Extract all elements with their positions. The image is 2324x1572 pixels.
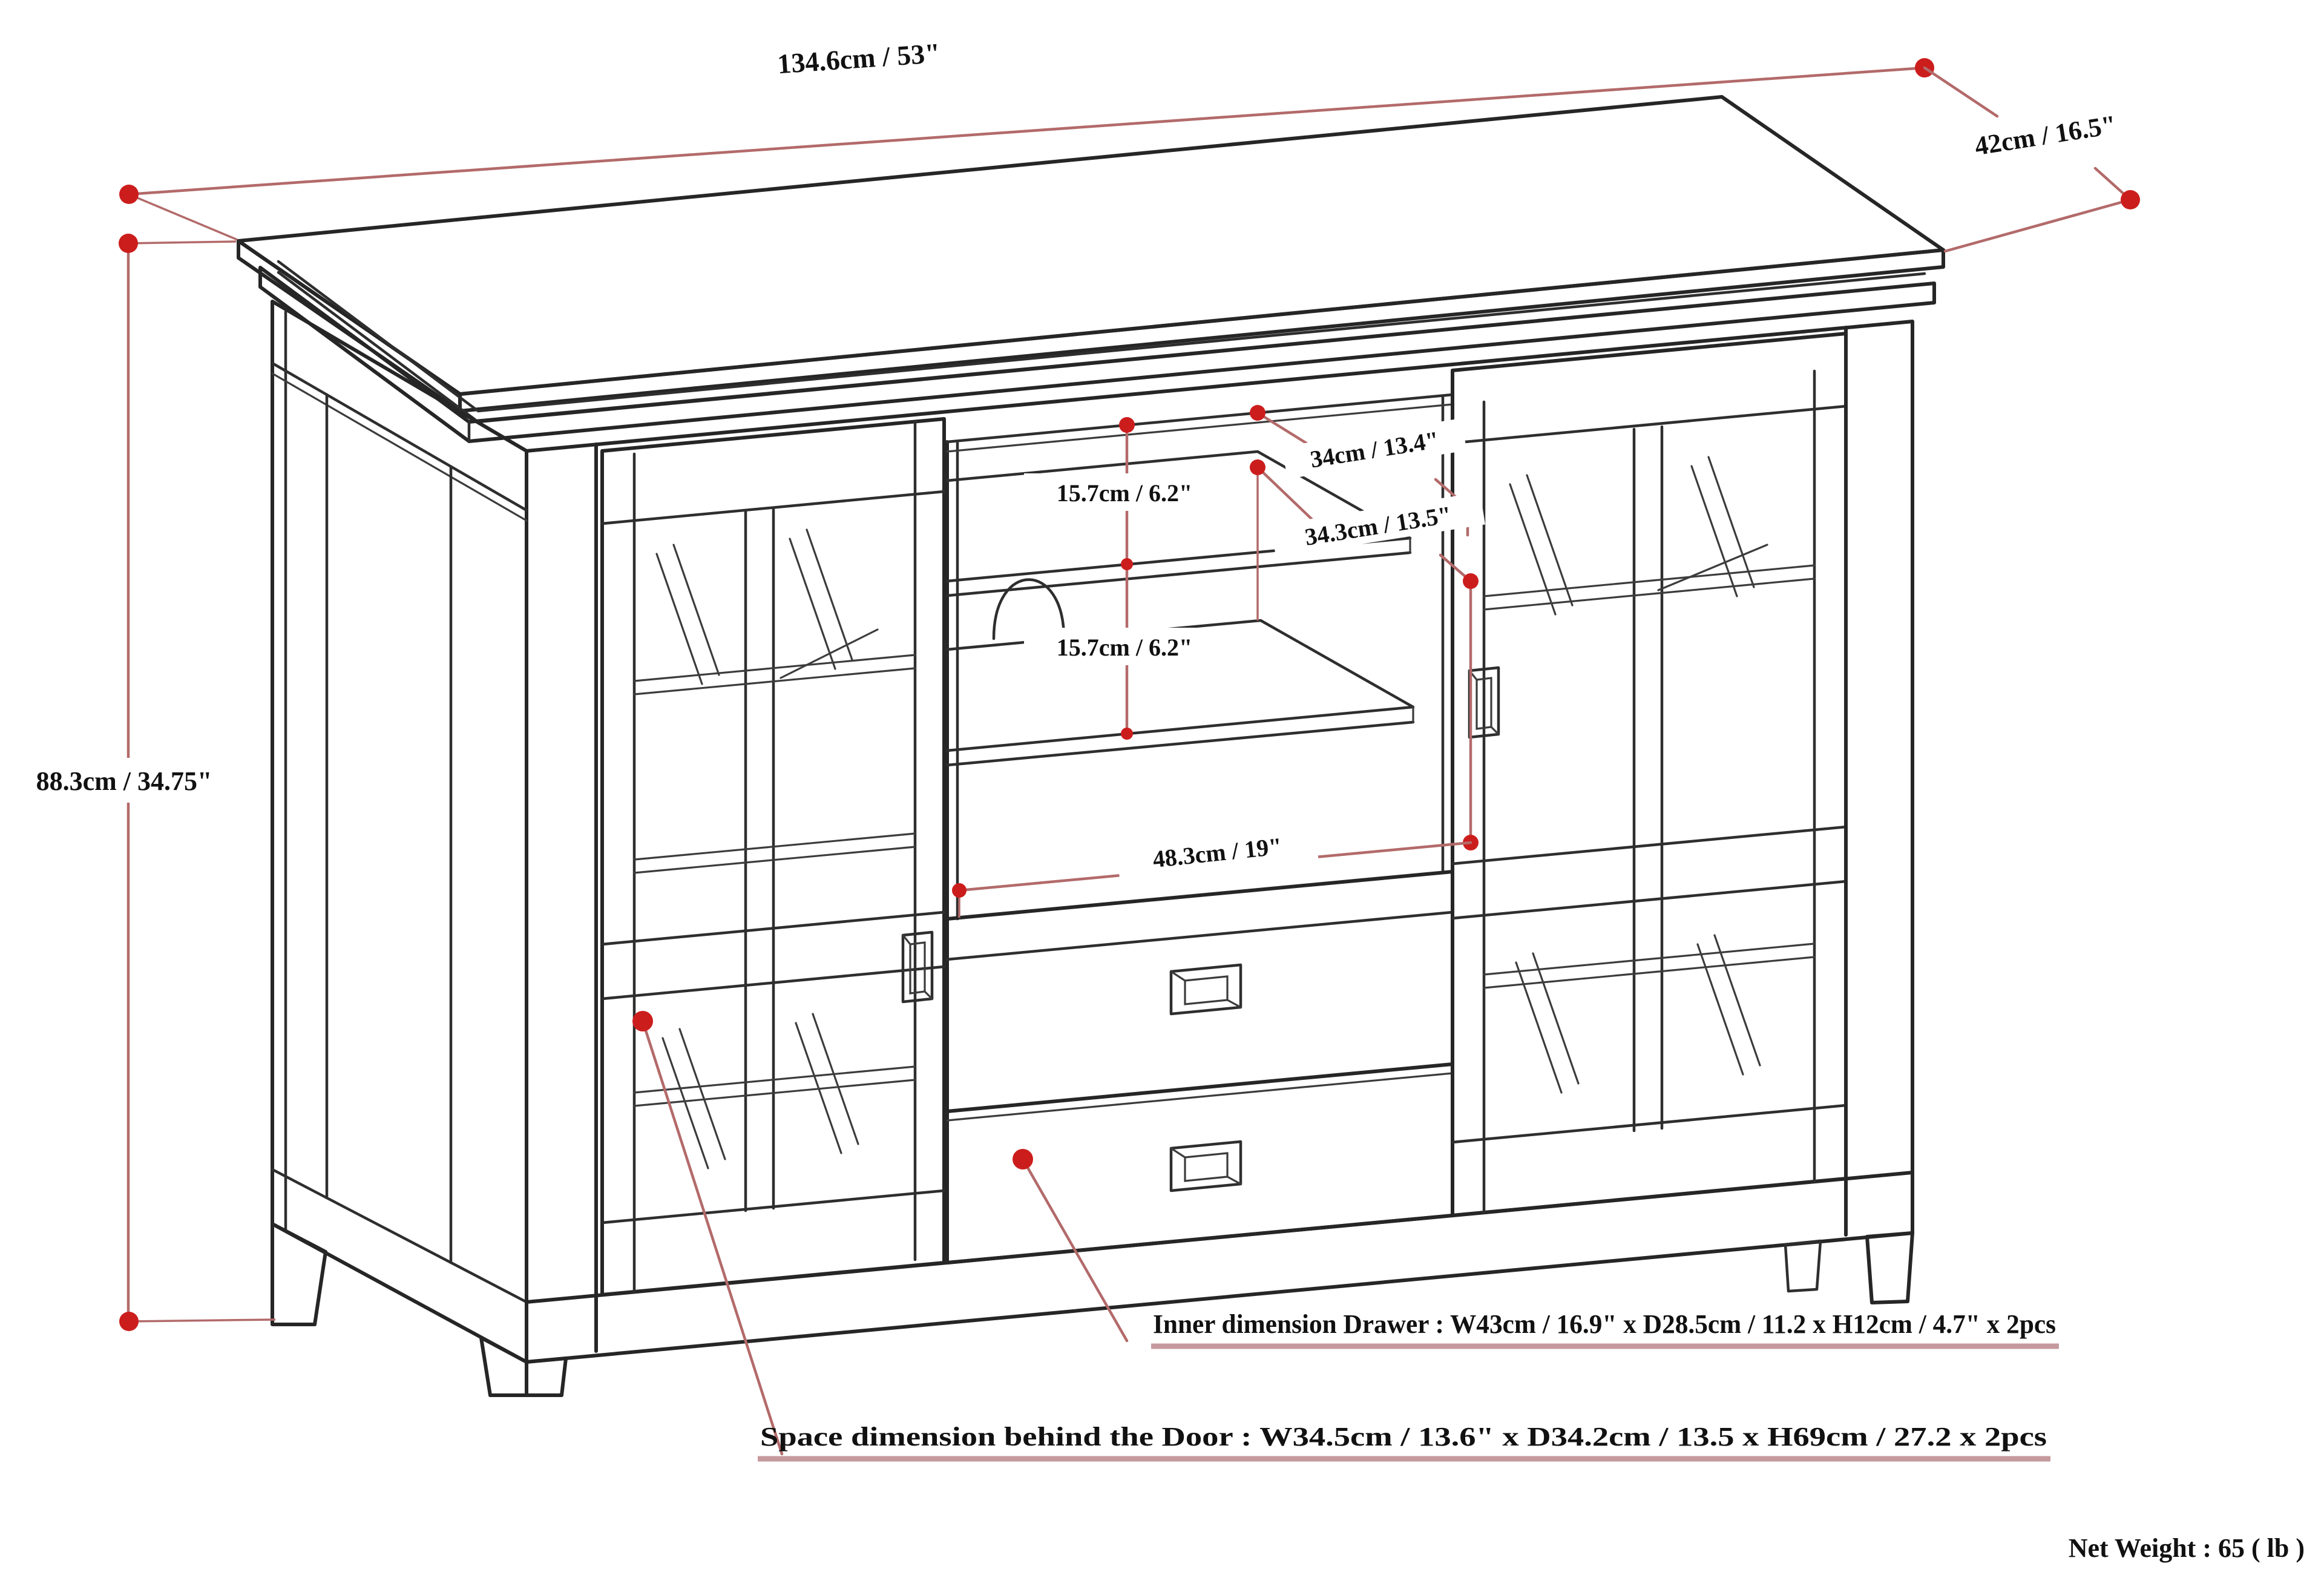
drawer-divider (945, 1062, 1454, 1113)
carcass (271, 300, 1914, 1364)
drawer-handle-bottom (1169, 1140, 1242, 1192)
depth-dimension (1923, 66, 2140, 253)
front-right-leg (1865, 1231, 1914, 1304)
drawer-note-leader (1013, 1149, 1129, 1343)
cabinet-line-art (237, 95, 1945, 1397)
front-left-leg-side (479, 1336, 528, 1397)
left-glass-door (600, 417, 946, 1297)
height-label-bg (13, 758, 237, 803)
drawer-bottom-line (945, 1214, 1454, 1265)
mid-right-foot (1784, 1239, 1822, 1293)
legs (271, 1222, 1914, 1397)
left-door-glass-glare (655, 528, 859, 1169)
drawer-handle-top (1169, 963, 1242, 1016)
gap-top-label: 15.7cm / 6.2" (1057, 479, 1192, 507)
gap-mid-label: 15.7cm / 6.2" (1057, 634, 1192, 661)
shelf-gap-dimension-line (1119, 417, 1135, 740)
back-left-leg (271, 1222, 327, 1326)
right-door-interior-shelves (1483, 544, 1816, 989)
left-door-interior-shelves (633, 628, 916, 1107)
drawers (945, 963, 1454, 1265)
depth-label: 42cm / 16.5" (1972, 110, 2118, 161)
net-weight-note: Net Weight : 65 ( lb ) (2069, 1533, 2305, 1563)
door-note: Space dimension behind the Door : W34.5c… (760, 1422, 2047, 1452)
gap1-label-bg (1024, 473, 1226, 511)
door-note-leader (632, 1011, 784, 1456)
left-door-handle (901, 930, 934, 1004)
upper-shelf (945, 450, 1412, 597)
gap2-label-bg (1024, 628, 1226, 665)
left-side-panel (271, 310, 528, 1304)
top-slab (237, 95, 1945, 443)
media-height-label: 34.3cm / 13.5" (1303, 501, 1453, 551)
compartment-bottom (945, 870, 1454, 921)
height-label: 88.3cm / 34.75" (36, 766, 212, 796)
note-texts: Inner dimension Drawer : W43cm / 16.9" x… (760, 1309, 2305, 1563)
right-glass-door (1451, 332, 1848, 1217)
width-dimension (119, 58, 1934, 241)
right-door-glass-glare (1509, 456, 1761, 1094)
width-label: 134.6cm / 53" (776, 38, 941, 80)
drawer-note: Inner dimension Drawer : W43cm / 16.9" x… (1153, 1309, 2056, 1339)
front-left-leg-front (525, 1357, 568, 1397)
cable-hole (992, 578, 1066, 640)
